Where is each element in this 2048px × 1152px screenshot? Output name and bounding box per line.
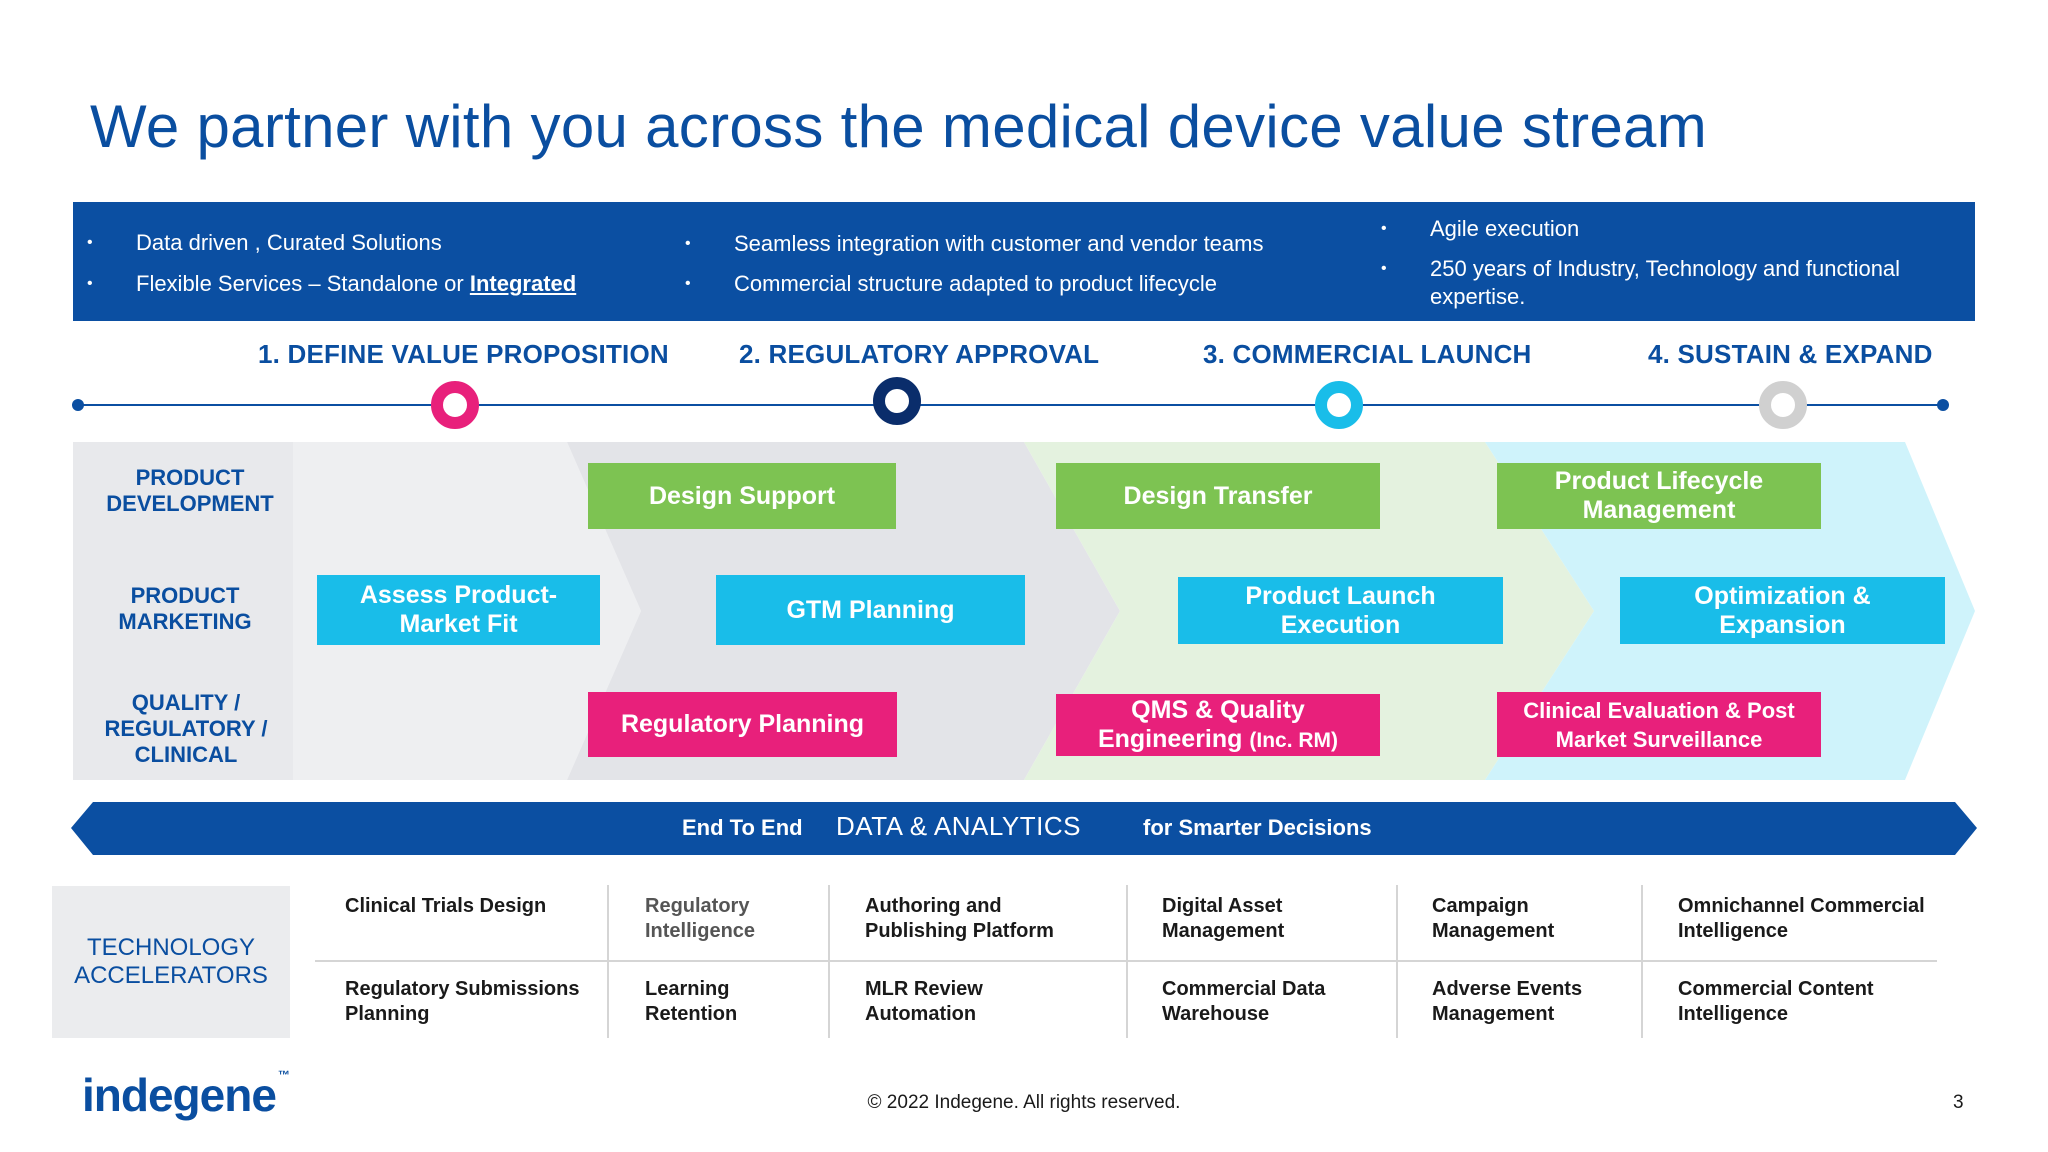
tech-item: MLR Review Automation [865,978,983,1025]
tech-item: Learning Retention [645,978,738,1025]
banner-text: Agile execution [1430,216,1580,241]
logo-text: indegene [82,1069,277,1121]
timeline-start-dot [72,399,84,411]
copyright-text: © 2022 Indegene. All rights reserved. [867,1092,1181,1113]
product-launch-box: Product Launch Execution [1178,577,1503,644]
tech-divider-vertical [828,885,830,1038]
qms-line2: Engineering [1097,724,1243,753]
phase2-marker [873,377,921,425]
tech-item: Digital Asset Management [1162,895,1285,942]
design-support-box: Design Support [588,463,896,529]
banner-text: Commercial structure adapted to product … [734,271,1217,296]
qms-line1: QMS & Quality [1131,695,1305,724]
tech-item: Commercial Content Intelligence [1678,978,1874,1025]
tech-item: Authoring and Publishing Platform [865,895,1054,942]
banner-text: 250 years of Industry, Technology and fu… [1430,256,1901,309]
page-number: 3 [1953,1092,1964,1113]
row-label-product-development: PRODUCT DEVELOPMENT [106,465,274,516]
tech-item: Regulatory Intelligence [645,895,756,942]
tech-item: Adverse Events Management [1432,978,1583,1025]
optimization-box: Optimization & Expansion [1620,577,1945,644]
phase-heading: 4. SUSTAIN & EXPAND [1648,339,1933,369]
logo-trademark: ™ [277,1068,290,1082]
analytics-title: DATA & ANALYTICS [836,811,1081,841]
banner-text: Data driven , Curated Solutions [136,230,442,255]
tech-divider-vertical [1396,885,1398,1038]
tech-divider-vertical [1126,885,1128,1038]
value-banner: • Data driven , Curated Solutions • Flex… [73,202,1975,321]
tech-accelerators-label: TECHNOLOGY ACCELERATORS [52,886,290,1038]
tech-divider-vertical [607,885,609,1038]
row-label-product-marketing: PRODUCT MARKETING [118,583,252,634]
product-lifecycle-box: Product Lifecycle Management [1497,463,1821,529]
phase-heading: 2. REGULATORY APPROVAL [739,339,1100,369]
tech-item: Clinical Trials Design [345,895,547,917]
phase1-marker [431,381,479,429]
gtm-planning-box: GTM Planning [716,575,1025,645]
analytics-arrow [71,802,1977,855]
row-label-panel [73,442,293,780]
row-label-quality-regulatory-clinical: QUALITY / REGULATORY / CLINICAL [104,690,268,767]
banner-text: Flexible Services – Standalone or [136,271,470,296]
qms-note: (Inc. RM) [1249,728,1339,752]
timeline-end-dot [1937,399,1949,411]
integrated-link[interactable]: Integrated [469,271,577,296]
assess-market-fit-box: Assess Product-Market Fit [317,575,600,645]
phase-heading: 1. DEFINE VALUE PROPOSITION [258,339,669,369]
tech-item: Omnichannel Commercial Intelligence [1678,895,1925,942]
regulatory-planning-box: Regulatory Planning [588,692,897,757]
phase3-marker [1315,381,1363,429]
phase-heading: 3. COMMERCIAL LAUNCH [1203,339,1532,369]
analytics-right-text: for Smarter Decisions [1143,815,1372,840]
tech-item: Commercial Data Warehouse [1162,978,1326,1025]
design-transfer-box: Design Transfer [1056,463,1380,529]
tech-item: Regulatory Submissions Planning [345,978,580,1025]
clinical-evaluation-box: Clinical Evaluation & Post Market Survei… [1497,692,1821,757]
page-title: We partner with you across the medical d… [90,93,1708,160]
analytics-left-text: End To End [682,815,803,840]
tech-item: Campaign Management [1432,895,1555,942]
phase4-marker [1759,381,1807,429]
banner-text: Seamless integration with customer and v… [734,231,1264,256]
tech-divider-vertical [1641,885,1643,1038]
qms-box: QMS & Quality Engineering (Inc. RM) [1056,694,1380,756]
